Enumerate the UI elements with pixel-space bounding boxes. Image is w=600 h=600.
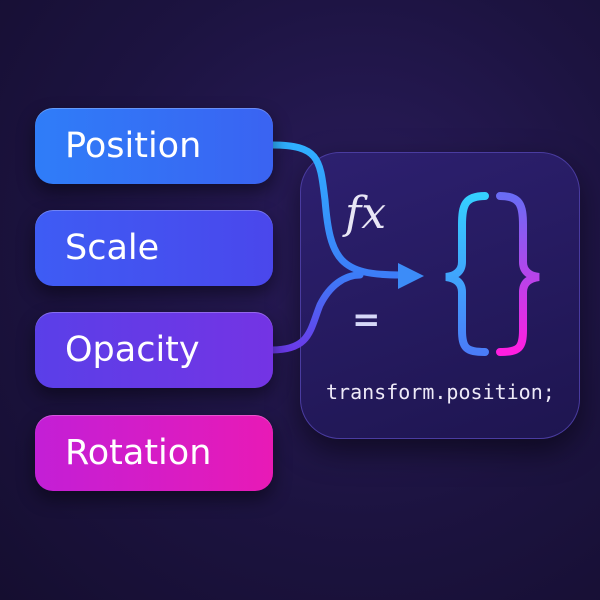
arrow-head-icon xyxy=(398,263,424,289)
property-label: Rotation xyxy=(65,433,212,473)
code-expression: transform.position; xyxy=(326,380,555,404)
property-label: Scale xyxy=(65,228,160,268)
arrow-from-opacity xyxy=(268,271,364,354)
property-scale-button[interactable]: Scale xyxy=(35,210,273,286)
property-label: Opacity xyxy=(65,330,200,370)
arrow-from-position xyxy=(268,141,404,279)
fx-icon: fx xyxy=(345,188,387,239)
property-position-button[interactable]: Position xyxy=(35,108,273,184)
expression-panel xyxy=(300,152,580,439)
left-brace-icon xyxy=(445,192,489,356)
equals-sign: = xyxy=(352,300,381,340)
property-opacity-button[interactable]: Opacity xyxy=(35,312,273,388)
property-label: Position xyxy=(65,126,202,166)
property-rotation-button[interactable]: Rotation xyxy=(35,415,273,491)
right-brace-icon xyxy=(496,192,540,356)
